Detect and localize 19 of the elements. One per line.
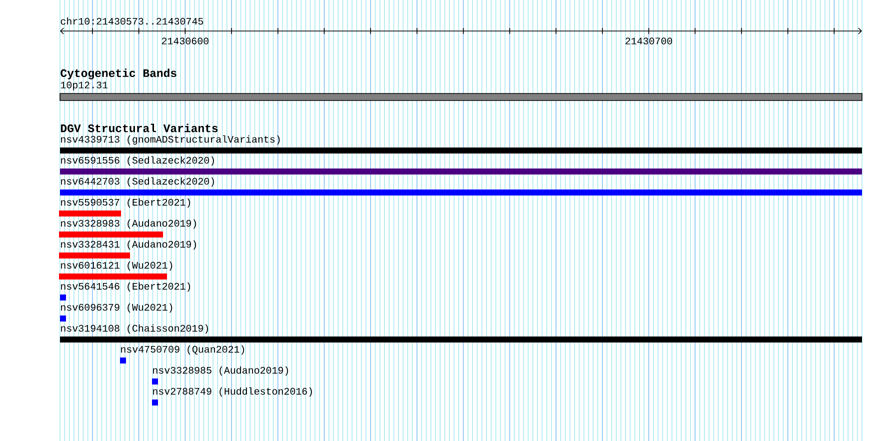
- feature-label: nsv3328983 (Audano2019): [61, 219, 196, 229]
- track-title: DGV Structural Variants: [60, 124, 218, 132]
- feature-label: nsv4339713 (gnomADStructuralVariants): [61, 135, 280, 145]
- feature-label: nsv6096379 (Wu2021): [61, 303, 172, 313]
- feature-label: nsv3194108 (Chaisson2019): [61, 324, 208, 334]
- feature-label: nsv6442703 (Sedlazeck2020): [61, 177, 214, 187]
- feature-label: nsv5590537 (Ebert2021): [61, 198, 190, 208]
- band-label: 10p12.31: [60, 82, 108, 90]
- track-title: Cytogenetic Bands: [60, 68, 176, 80]
- feature-label: nsv3328985 (Audano2019): [153, 366, 288, 376]
- feature-label: nsv3328431 (Audano2019): [61, 240, 196, 250]
- feature-label: nsv6591556 (Sedlazeck2020): [61, 156, 214, 166]
- feature-label: nsv5641546 (Ebert2021): [61, 282, 190, 292]
- feature-label: nsv6016121 (Wu2021): [61, 261, 172, 271]
- coordinate-label: chr10:21430573..21430745: [60, 17, 204, 25]
- feature-label: nsv4750709 (Quan2021): [121, 345, 244, 355]
- tick-label: 21430700: [626, 38, 672, 44]
- feature-label: nsv2788749 (Huddleston2016): [153, 387, 312, 397]
- tick-label: 21430600: [162, 38, 208, 44]
